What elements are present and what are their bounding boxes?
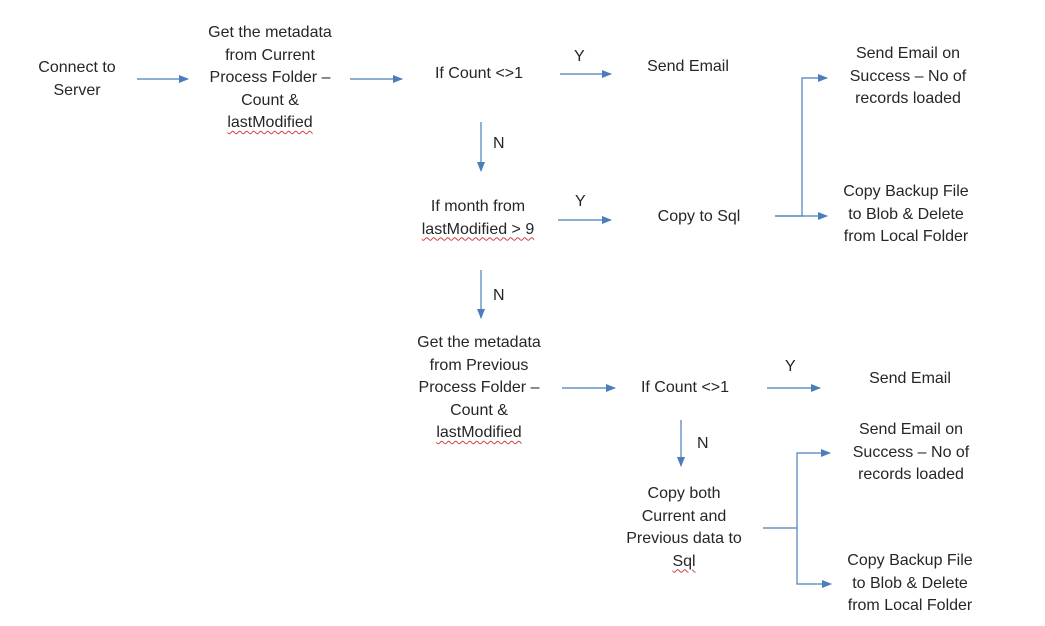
yes-label-1: Y (574, 48, 585, 65)
node-text: Server (53, 81, 101, 99)
backup-node-2: Copy Backup File to Blob & Delete from L… (830, 550, 990, 618)
node-text: Get the metadata (208, 24, 332, 41)
if-month-node: If month from lastModified > 9 (400, 196, 556, 241)
node-text: Copy both (647, 485, 721, 502)
node-text: lastModified > 9 (400, 219, 556, 242)
success-email-node-1: Send Email on Success – No of records lo… (828, 43, 988, 111)
node-text: from Previous (429, 356, 529, 374)
node-text: Success – No of (849, 67, 967, 85)
node-text: to Blob & Delete (852, 574, 968, 592)
node-text: records loaded (855, 90, 961, 107)
node-text: If month from (430, 198, 526, 215)
node-text: Copy Backup File (847, 552, 973, 569)
no-label-2: N (493, 287, 505, 304)
node-text: If Count <>1 (640, 379, 730, 396)
node-text: Connect to (38, 59, 116, 76)
connect-to-server-node: Connect to Server (17, 57, 137, 102)
node-text: Count & (241, 91, 299, 109)
send-email-node-1: Send Email (628, 56, 748, 79)
node-text: from Local Folder (847, 597, 973, 614)
get-metadata-current-node: Get the metadata from Current Process Fo… (184, 22, 356, 135)
copy-both-node: Copy both Current and Previous data to S… (608, 483, 760, 573)
arrow-copy-both-to-backup (796, 528, 832, 588)
yes-label-2: Y (575, 193, 586, 210)
node-text: Current and (641, 507, 727, 525)
node-text: Copy to Sql (657, 208, 741, 225)
node-text: Previous data to (626, 530, 742, 547)
success-email-node-2: Send Email on Success – No of records lo… (831, 419, 991, 487)
no-label-1: N (493, 135, 505, 152)
node-text: Get the metadata (417, 334, 541, 351)
node-text: lastModified (227, 114, 313, 131)
node-text: Success – No of (852, 443, 970, 461)
arrow-copy-sql-to-success-email (775, 74, 828, 217)
node-text: Copy Backup File (843, 183, 969, 200)
backup-node-1: Copy Backup File to Blob & Delete from L… (826, 181, 986, 249)
node-text: Send Email on (858, 421, 964, 438)
node-text: to Blob & Delete (848, 205, 964, 223)
node-text: Sql (608, 551, 760, 574)
yes-label-3: Y (785, 358, 796, 375)
send-email-node-2: Send Email (850, 368, 970, 391)
copy-to-sql-node: Copy to Sql (630, 206, 768, 229)
node-text: Count & (450, 401, 508, 419)
node-text: from Current (225, 46, 315, 64)
node-text: Process Folder – (418, 379, 540, 396)
no-label-3: N (697, 435, 709, 452)
node-text: Send Email (647, 58, 729, 75)
node-text: from Local Folder (843, 228, 969, 245)
arrow-copy-both-to-success-email (796, 449, 831, 528)
get-metadata-previous-node: Get the metadata from Previous Process F… (393, 332, 565, 445)
if-count-node-2: If Count <>1 (614, 377, 756, 400)
node-text: Send Email on (855, 45, 961, 62)
node-text: records loaded (858, 466, 964, 483)
node-text: Send Email (869, 370, 951, 387)
node-text: lastModified > 9 (421, 220, 535, 238)
node-text: lastModified (436, 424, 522, 441)
if-count-node-1: If Count <>1 (408, 63, 550, 86)
node-text: Process Folder – (209, 69, 331, 86)
node-text: If Count <>1 (434, 65, 524, 82)
node-text: Sql (672, 552, 696, 570)
